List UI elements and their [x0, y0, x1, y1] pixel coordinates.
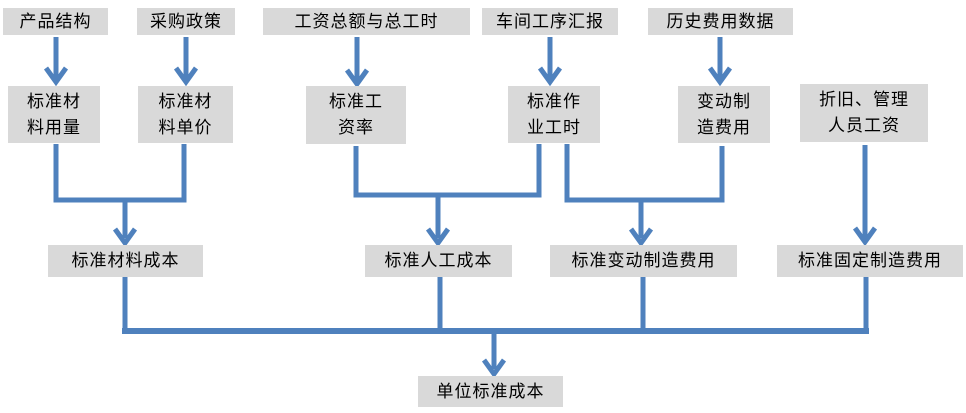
node-total-wages-hours: 工资总额与总工时: [263, 8, 470, 35]
arrow-product-structure-to-material-usage: [43, 37, 69, 87]
node-total-wages-hours-label: 工资总额与总工时: [294, 11, 439, 32]
node-std-wage-rate: 标准工 资率: [306, 86, 406, 144]
node-procurement-policy-label: 采购政策: [150, 11, 222, 32]
node-variable-mfg-overhead-label: 变动制 造费用: [697, 91, 751, 138]
node-historical-cost-data-label: 历史费用数据: [666, 11, 775, 32]
node-std-material-cost-label: 标准材料成本: [71, 251, 180, 271]
node-std-variable-mfg-cost: 标准变动制造费用: [550, 245, 737, 277]
merge-bracket-variable-mfg: [564, 144, 725, 203]
node-std-wage-rate-label: 标准工 资率: [329, 92, 383, 138]
node-product-structure: 产品结构: [3, 8, 108, 35]
node-product-structure-label: 产品结构: [19, 11, 92, 32]
node-std-variable-mfg-cost-label: 标准变动制造费用: [571, 251, 716, 271]
node-std-operation-hours: 标准作 业工时: [508, 86, 600, 143]
node-unit-standard-cost-label: 单位标准成本: [436, 381, 545, 402]
node-std-material-usage-label: 标准材 料用量: [27, 91, 81, 138]
node-variable-mfg-overhead: 变动制 造费用: [678, 86, 770, 143]
merge-arrow-labor-cost: [425, 195, 451, 248]
arrow-total-wages-to-wage-rate: [344, 37, 370, 89]
node-std-material-usage: 标准材 料用量: [8, 86, 100, 143]
node-std-fixed-mfg-cost-label: 标准固定制造费用: [798, 251, 942, 271]
bus-drop-lines: [122, 277, 869, 330]
node-historical-cost-data: 历史费用数据: [648, 8, 793, 35]
arrow-workshop-report-to-operation-hours: [537, 37, 563, 87]
merge-arrow-material-cost: [112, 200, 138, 248]
node-std-material-price: 标准材 料单价: [138, 86, 233, 143]
node-procurement-policy: 采购政策: [137, 8, 235, 35]
node-std-fixed-mfg-cost: 标准固定制造费用: [777, 245, 963, 277]
arrow-historical-data-to-variable-overhead: [707, 37, 733, 87]
node-std-material-cost: 标准材料成本: [48, 245, 203, 277]
node-workshop-process-report-label: 车间工序汇报: [496, 11, 604, 32]
node-unit-standard-cost: 单位标准成本: [418, 376, 563, 407]
merge-bracket-labor: [353, 144, 542, 198]
arrow-depreciation-to-fixed-mfg-cost: [852, 145, 878, 247]
node-std-labor-cost: 标准人工成本: [365, 245, 512, 277]
node-std-operation-hours-label: 标准作 业工时: [527, 91, 581, 138]
node-std-labor-cost-label: 标准人工成本: [384, 251, 493, 271]
merge-bracket-material: [53, 144, 187, 203]
node-depreciation-admin-wages: 折旧、管理 人员工资: [800, 84, 928, 142]
merge-arrow-unit-standard-cost: [481, 334, 507, 379]
node-std-material-price-label: 标准材 料单价: [158, 91, 213, 138]
arrow-procurement-policy-to-material-price: [173, 37, 199, 87]
node-depreciation-admin-wages-label: 折旧、管理 人员工资: [819, 90, 909, 136]
node-workshop-process-report: 车间工序汇报: [482, 8, 618, 35]
merge-arrow-variable-mfg-cost: [628, 200, 654, 248]
